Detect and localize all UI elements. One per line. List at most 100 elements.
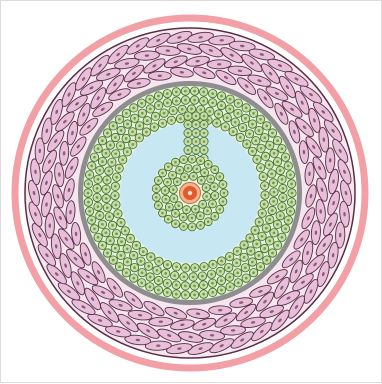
green-cell bbox=[172, 263, 180, 271]
green-cell bbox=[181, 96, 189, 104]
green-cell bbox=[245, 130, 253, 138]
green-cell bbox=[123, 245, 131, 253]
green-cell bbox=[200, 129, 208, 137]
green-cell bbox=[200, 263, 208, 271]
green-cell bbox=[209, 99, 217, 107]
green-cell bbox=[169, 107, 177, 115]
green-cell bbox=[111, 133, 119, 141]
green-cell bbox=[115, 164, 123, 172]
green-cell bbox=[191, 205, 199, 213]
green-cell bbox=[103, 129, 111, 137]
green-cell bbox=[211, 166, 219, 174]
green-cell bbox=[172, 158, 180, 166]
green-cell bbox=[278, 203, 286, 211]
green-cell bbox=[117, 126, 125, 134]
green-cell bbox=[270, 188, 278, 196]
green-cell bbox=[184, 137, 192, 145]
green-cell bbox=[188, 155, 196, 163]
green-cell bbox=[142, 128, 150, 136]
green-cell bbox=[154, 92, 162, 100]
green-cell bbox=[129, 140, 137, 148]
green-cell bbox=[189, 273, 197, 281]
green-cell bbox=[130, 251, 138, 259]
green-cell bbox=[123, 148, 131, 156]
green-cell bbox=[172, 220, 180, 228]
green-cell bbox=[94, 145, 102, 153]
green-cell bbox=[200, 290, 208, 298]
green-cell bbox=[161, 187, 169, 195]
green-cell bbox=[200, 88, 208, 96]
core-dot bbox=[188, 191, 192, 195]
green-cell bbox=[242, 104, 250, 112]
green-cell bbox=[247, 247, 255, 255]
green-cell bbox=[126, 234, 134, 242]
green-cell bbox=[217, 101, 225, 109]
green-cell bbox=[116, 142, 124, 150]
green-cell bbox=[164, 178, 172, 186]
pink-cell bbox=[207, 60, 231, 70]
green-cell bbox=[103, 249, 111, 257]
green-cell bbox=[208, 279, 216, 287]
green-cell bbox=[96, 211, 104, 219]
green-cell bbox=[176, 114, 184, 122]
green-cell bbox=[262, 224, 270, 232]
green-cell bbox=[102, 149, 110, 157]
green-cell bbox=[256, 263, 264, 271]
green-cell bbox=[216, 267, 224, 275]
green-cell bbox=[278, 145, 286, 153]
green-cell bbox=[197, 176, 205, 184]
green-cell bbox=[96, 166, 104, 174]
green-cell bbox=[138, 99, 146, 107]
green-cell bbox=[90, 225, 98, 233]
green-cell bbox=[123, 258, 131, 266]
green-cell bbox=[179, 213, 187, 221]
green-cell bbox=[273, 158, 281, 166]
green-cell bbox=[226, 283, 234, 291]
green-cell bbox=[145, 262, 153, 270]
green-cell bbox=[173, 178, 181, 186]
green-cell bbox=[273, 137, 281, 145]
green-cell bbox=[286, 171, 294, 179]
green-cell bbox=[234, 279, 242, 287]
green-cell bbox=[114, 210, 122, 218]
green-cell bbox=[84, 198, 92, 206]
green-cell bbox=[243, 140, 251, 148]
green-cell bbox=[115, 115, 123, 123]
green-cell bbox=[270, 229, 278, 237]
green-cell bbox=[281, 225, 289, 233]
green-cell bbox=[135, 122, 143, 130]
green-cell bbox=[217, 257, 225, 265]
green-cell bbox=[160, 109, 168, 117]
green-cell bbox=[251, 226, 259, 234]
green-cell bbox=[217, 286, 225, 294]
green-cell bbox=[269, 179, 277, 187]
green-cell bbox=[219, 198, 227, 206]
green-cell bbox=[270, 149, 278, 157]
green-cell bbox=[184, 146, 192, 154]
green-cell bbox=[184, 129, 192, 137]
green-cell bbox=[266, 141, 274, 149]
green-cell bbox=[85, 207, 93, 215]
green-cell bbox=[192, 120, 200, 128]
green-cell bbox=[112, 230, 120, 238]
green-cell bbox=[84, 189, 92, 197]
green-cell bbox=[150, 123, 158, 131]
green-cell bbox=[172, 281, 180, 289]
green-cell bbox=[121, 227, 129, 235]
green-cell bbox=[85, 171, 93, 179]
green-cell bbox=[192, 112, 200, 120]
green-cell bbox=[229, 127, 237, 135]
green-cell bbox=[226, 273, 234, 281]
green-cell bbox=[88, 162, 96, 170]
green-cell bbox=[216, 205, 224, 213]
green-cell bbox=[84, 180, 92, 188]
green-cell bbox=[154, 177, 162, 185]
green-cell bbox=[284, 162, 292, 170]
green-cell bbox=[103, 204, 111, 212]
green-cell bbox=[146, 105, 154, 113]
green-cell bbox=[146, 273, 154, 281]
green-cell bbox=[188, 214, 196, 222]
green-cell bbox=[163, 288, 171, 296]
green-cell bbox=[211, 192, 219, 200]
